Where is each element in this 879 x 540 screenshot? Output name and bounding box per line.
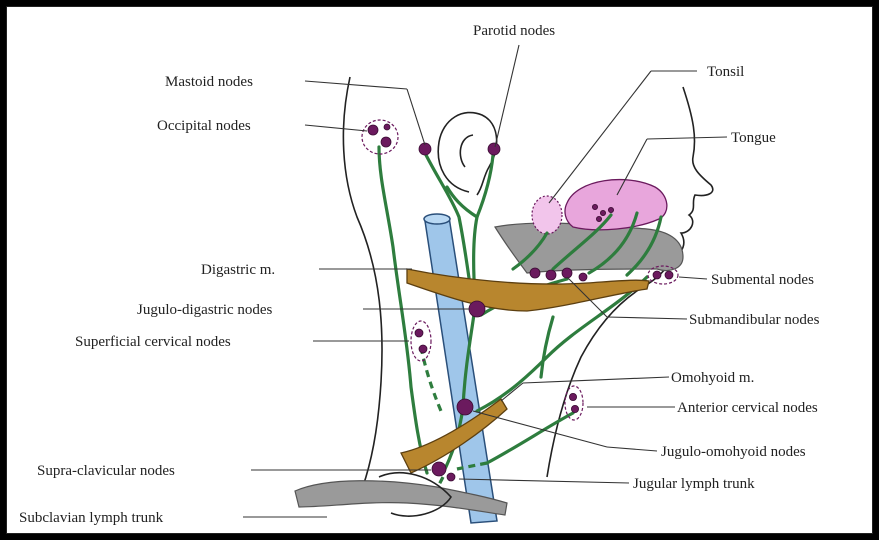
label-superficial-cervical-nodes: Superficial cervical nodes (75, 334, 231, 350)
label-tonsil: Tonsil (707, 64, 744, 80)
tongue (565, 180, 667, 230)
label-jugulo-digastric-nodes: Jugulo-digastric nodes (137, 302, 273, 318)
internal-jugular-vein (424, 214, 497, 523)
label-submandibular-nodes: Submandibular nodes (689, 312, 820, 328)
mandible (495, 223, 683, 273)
diagram-frame: Parotid nodes Tonsil Mastoid nodes Occip… (6, 6, 873, 534)
label-jugulo-omohyoid-nodes: Jugulo-omohyoid nodes (661, 444, 806, 460)
label-mastoid-nodes: Mastoid nodes (165, 74, 253, 90)
label-supra-clavicular-nodes: Supra-clavicular nodes (37, 463, 175, 479)
lymph-drainage-diagram: Parotid nodes Tonsil Mastoid nodes Occip… (7, 7, 873, 534)
label-anterior-cervical-nodes: Anterior cervical nodes (677, 400, 818, 416)
label-submental-nodes: Submental nodes (711, 272, 814, 288)
label-jugular-lymph-trunk: Jugular lymph trunk (633, 476, 755, 492)
label-digastric-muscle: Digastric m. (201, 262, 275, 278)
label-occipital-nodes: Occipital nodes (157, 118, 251, 134)
label-subclavian-lymph-trunk: Subclavian lymph trunk (19, 510, 164, 526)
label-tongue: Tongue (731, 130, 776, 146)
label-parotid-nodes: Parotid nodes (473, 23, 555, 39)
label-omohyoid-muscle: Omohyoid m. (671, 370, 754, 386)
tonsil (532, 196, 562, 234)
